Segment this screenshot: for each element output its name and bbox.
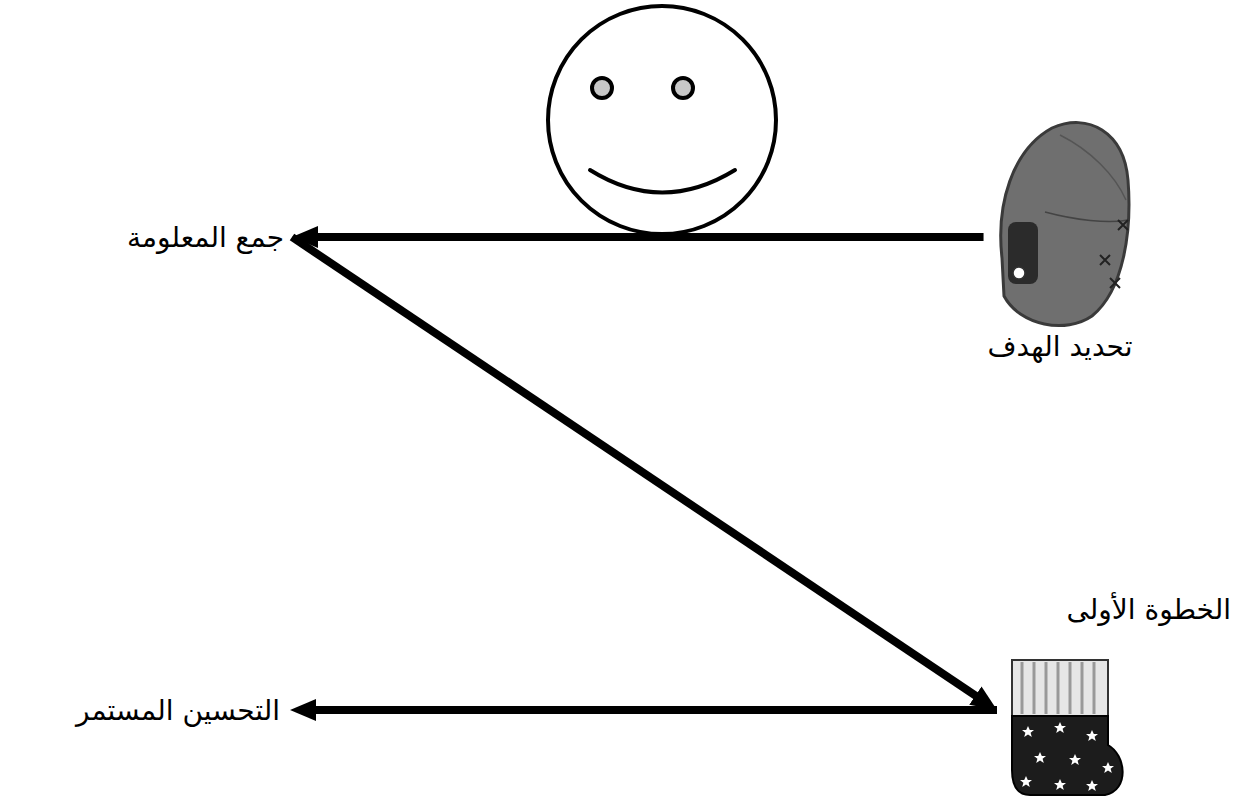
glove-button [1013, 267, 1025, 279]
glove-seam [1045, 212, 1128, 222]
face-eye [673, 78, 693, 98]
step-label: تحديد الهدف [988, 329, 1133, 364]
step-node: تحديد الهدف [984, 116, 1137, 368]
glove-icon [1001, 123, 1129, 326]
glove-patch [1008, 222, 1038, 284]
face-outline [548, 6, 776, 234]
face-eye [592, 78, 612, 98]
sock-ribs [1022, 662, 1094, 714]
step-node: جمع المعلومة [123, 216, 292, 259]
glove-seam [1060, 135, 1126, 200]
step-label: الخطوة الأولى [1066, 592, 1231, 627]
step-node: الخطوة الأولى [997, 592, 1233, 799]
glove-body [1001, 123, 1129, 326]
flow-arrow [292, 237, 984, 701]
step-node: التحسين المستمر [72, 689, 290, 732]
sock-stars [1020, 722, 1114, 791]
sock-body [1012, 716, 1123, 795]
face-smile [590, 170, 735, 193]
step-label: جمع المعلومة [127, 220, 284, 255]
smiley-face [548, 6, 776, 234]
glove-stitches [1100, 220, 1128, 288]
flow-arrow [306, 706, 997, 714]
sock-icon [1012, 660, 1123, 795]
sock-cuff [1012, 660, 1108, 716]
step-label: التحسين المستمر [76, 693, 280, 728]
